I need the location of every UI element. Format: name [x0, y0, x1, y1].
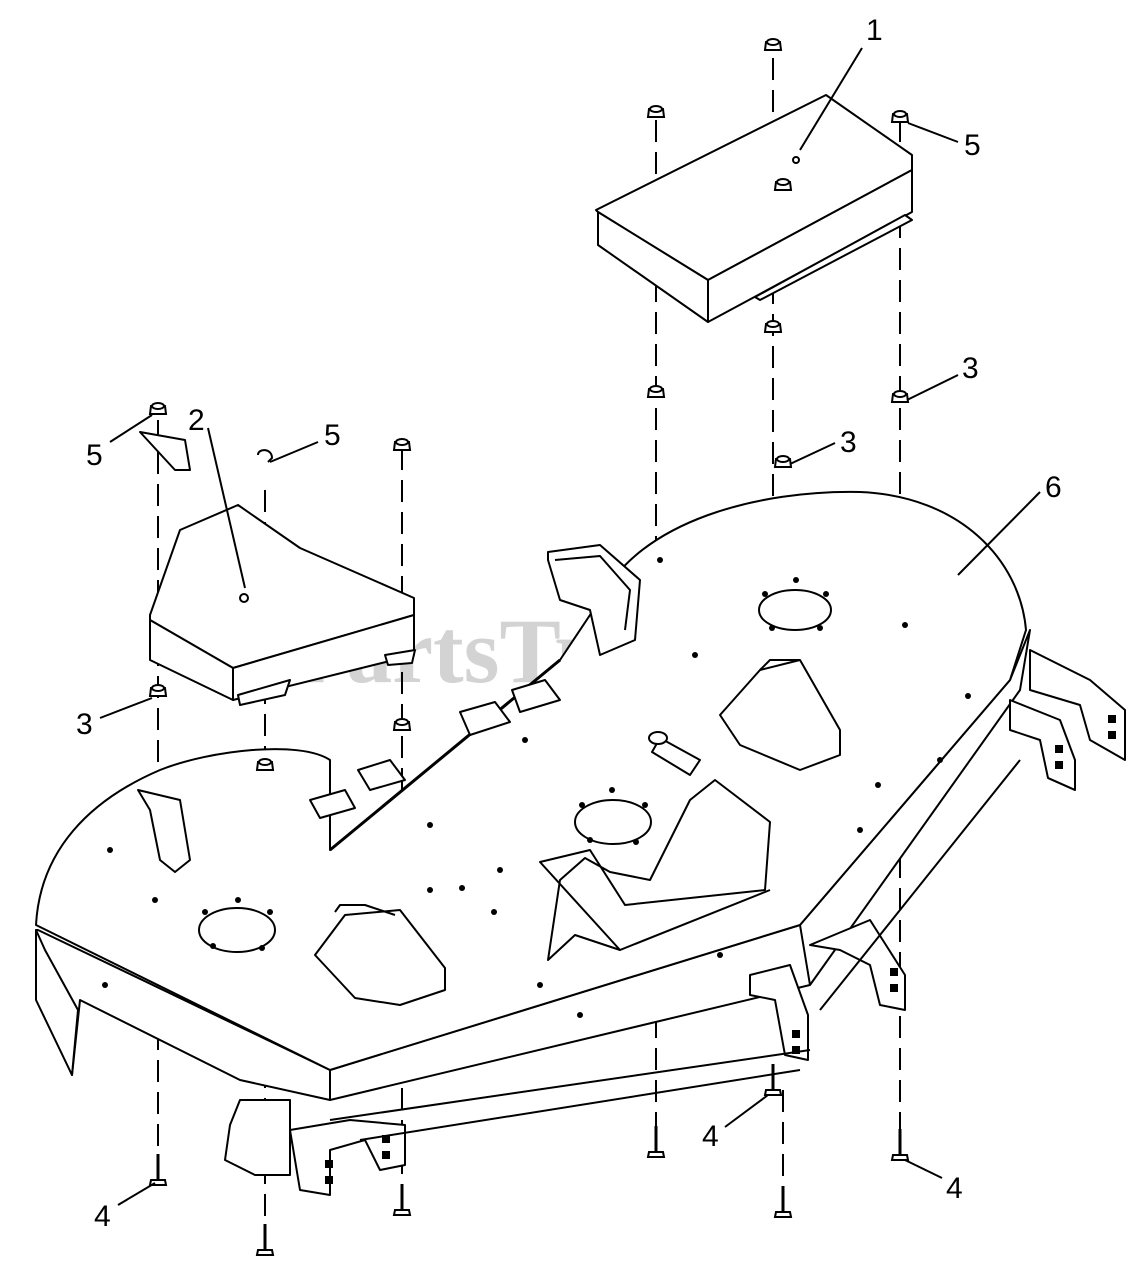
- hex-nut: [774, 455, 792, 468]
- callout-3: 3: [76, 708, 93, 741]
- flange-nut: [393, 438, 411, 451]
- hex-nut: [393, 718, 411, 731]
- callout-5: 5: [86, 439, 103, 472]
- hex-nut: [149, 684, 167, 697]
- hex-nut: [647, 385, 665, 398]
- flange-nut: [891, 110, 909, 123]
- hex-nut: [256, 758, 274, 771]
- callout-6: 6: [1045, 471, 1062, 504]
- callout-5: 5: [324, 419, 341, 452]
- hex-nut: [764, 320, 782, 333]
- fasteners: [148, 38, 910, 1257]
- callout-4: 4: [94, 1200, 111, 1233]
- carriage-bolt: [646, 1124, 666, 1159]
- carriage-bolt: [392, 1182, 412, 1217]
- carriage-bolt: [890, 1127, 910, 1162]
- callout-2: 2: [188, 404, 205, 437]
- flange-nut: [764, 38, 782, 51]
- callout-5: 5: [964, 129, 981, 162]
- mower-deck: [35, 431, 1126, 1196]
- flange-nut: [149, 402, 167, 415]
- leader-lines: [99, 47, 1041, 1206]
- carriage-bolt: [763, 1062, 783, 1097]
- carriage-bolt: [773, 1184, 793, 1219]
- carriage-bolt: [148, 1152, 168, 1187]
- hex-nut: [891, 390, 909, 403]
- spring-clip: [257, 449, 274, 463]
- callout-4: 4: [702, 1120, 719, 1153]
- carriage-bolt: [255, 1222, 275, 1257]
- left-shield: [149, 504, 416, 706]
- callout-3: 3: [962, 352, 979, 385]
- callout-4: 4: [946, 1172, 963, 1205]
- callouts: 1 2 3 3 3 4 4 4 5 5 5 6: [76, 14, 1062, 1233]
- callout-3: 3: [840, 426, 857, 459]
- callout-1: 1: [866, 14, 883, 47]
- flange-nut: [647, 105, 665, 118]
- center-shield: [595, 94, 913, 323]
- flange-nut: [774, 178, 792, 191]
